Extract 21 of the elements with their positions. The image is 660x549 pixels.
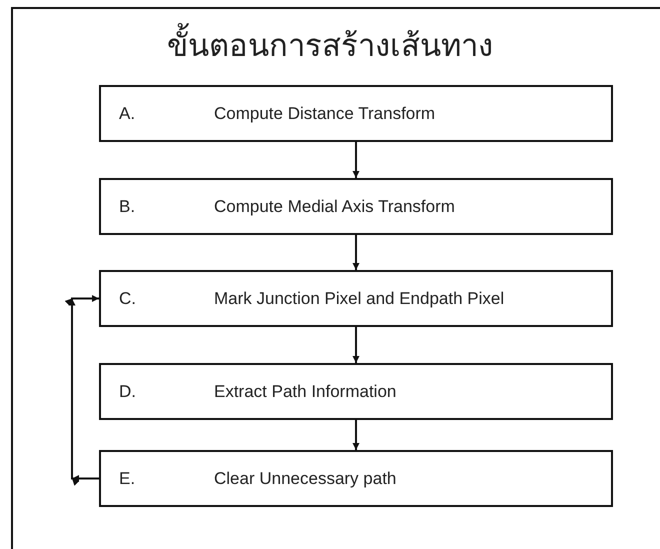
process-box	[99, 270, 613, 327]
step-label: Extract Path Information	[214, 382, 396, 402]
arrow	[352, 420, 360, 450]
step-letter: B.	[119, 196, 136, 216]
process-box	[99, 450, 613, 507]
step-label: Compute Distance Transform	[214, 104, 436, 124]
step-label: Mark Junction Pixel and Endpath Pixel	[214, 288, 504, 308]
step-letter: D.	[119, 382, 136, 402]
step-label: Compute Medial Axis Transform	[214, 196, 455, 216]
diagram-title: ขั้นตอนการสร้างเส้นทาง	[167, 20, 493, 70]
step-letter: A.	[119, 104, 136, 124]
arrow	[65, 295, 99, 486]
arrow	[352, 327, 360, 363]
process-box	[99, 363, 613, 420]
process-box	[99, 85, 613, 142]
step-label: Clear Unnecessary path	[214, 468, 396, 488]
arrow	[352, 235, 360, 270]
step-letter: E.	[119, 468, 136, 488]
process-box	[99, 178, 613, 235]
step-letter: C.	[119, 288, 136, 308]
arrow	[352, 142, 360, 178]
